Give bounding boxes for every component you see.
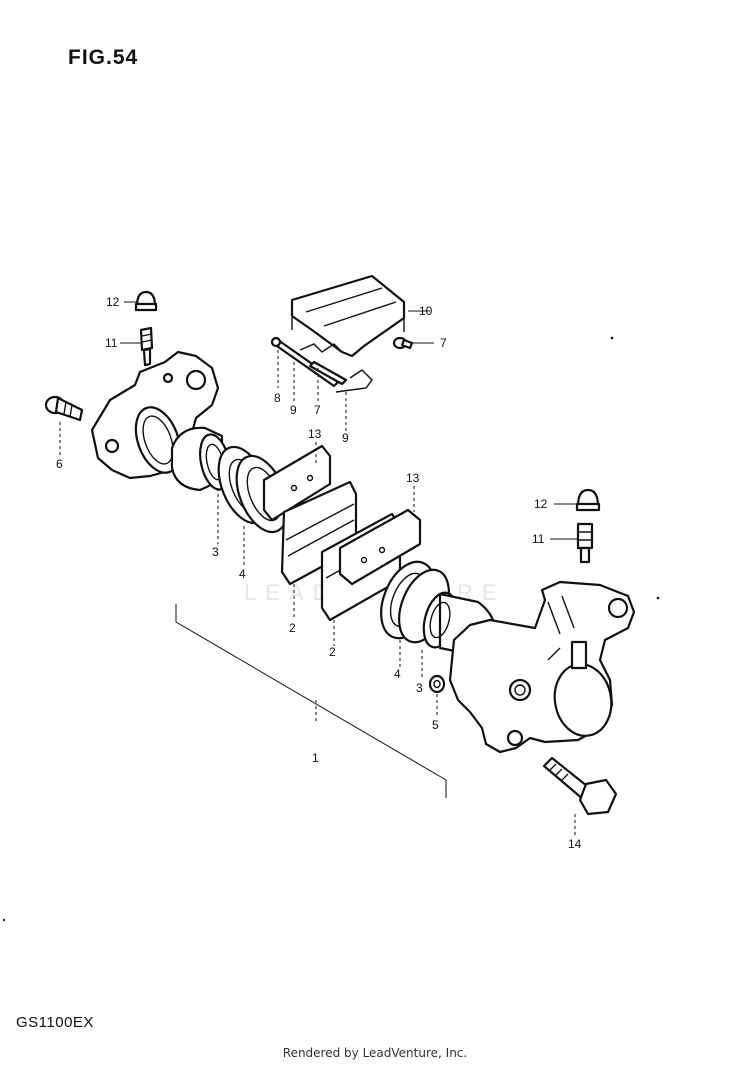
callout-1: 1	[312, 751, 319, 765]
part-14-mounting-bolt[interactable]	[542, 756, 618, 816]
caliper-body-right[interactable]	[448, 580, 636, 754]
callout-8: 8	[274, 391, 281, 405]
callout-3-right: 3	[416, 681, 423, 695]
part-13-shim-left[interactable]	[262, 444, 332, 522]
callout-2-left: 2	[289, 621, 296, 635]
part-13-shim-right[interactable]	[338, 508, 422, 586]
render-credit: Rendered by LeadVenture, Inc.	[282, 1046, 468, 1060]
part-8-pad-pin[interactable]	[270, 336, 340, 388]
callout-7-lower: 7	[314, 403, 321, 417]
speck	[656, 596, 660, 600]
figure-title: FIG.54	[68, 46, 139, 69]
callout-labels: 12 11 6 10 7 8 9 7 9 13 13 3 4 2 2 4 3 5…	[56, 295, 582, 851]
part-4-seal-right[interactable]	[371, 554, 459, 650]
speck	[610, 336, 614, 340]
part-12-bleeder-cap-right[interactable]	[575, 488, 601, 512]
callout-6: 6	[56, 457, 63, 471]
part-11-bleeder-valve-left[interactable]	[139, 326, 154, 367]
part-9-pad-spring-lower[interactable]	[335, 369, 373, 393]
callout-9-lower: 9	[342, 431, 349, 445]
callout-14: 14	[568, 837, 582, 851]
callout-12-right: 12	[534, 497, 548, 511]
callout-5: 5	[432, 718, 439, 732]
part-9-pad-spring-upper[interactable]	[299, 343, 343, 353]
callout-4-right: 4	[394, 667, 401, 681]
part-6-pin-bolt[interactable]	[44, 395, 84, 422]
part-5-washer[interactable]	[428, 674, 446, 694]
callout-2-right: 2	[329, 645, 336, 659]
part-11-bleeder-valve-right[interactable]	[576, 522, 594, 564]
callout-11-left: 11	[105, 336, 118, 350]
callout-11-right: 11	[532, 532, 545, 546]
part-1-assembly-bracket	[175, 604, 447, 798]
callout-7-upper: 7	[440, 336, 447, 350]
part-7-pad-pin-lower[interactable]	[308, 360, 348, 386]
callout-13-left: 13	[308, 427, 322, 441]
callout-4-left: 4	[239, 567, 246, 581]
part-3-piston-left[interactable]	[170, 426, 235, 492]
part-10-pad-cover[interactable]	[290, 274, 406, 358]
part-7-pad-pin-upper[interactable]	[392, 336, 414, 350]
callout-10: 10	[419, 304, 433, 318]
leader-lines	[59, 301, 578, 836]
model-code: GS1100EX	[16, 1014, 94, 1031]
callout-12-left: 12	[106, 295, 120, 309]
callout-13-right: 13	[406, 471, 420, 485]
callout-3-left: 3	[212, 545, 219, 559]
callout-9-upper: 9	[290, 403, 297, 417]
speck	[2, 918, 6, 922]
part-12-bleeder-cap-left[interactable]	[134, 290, 158, 312]
